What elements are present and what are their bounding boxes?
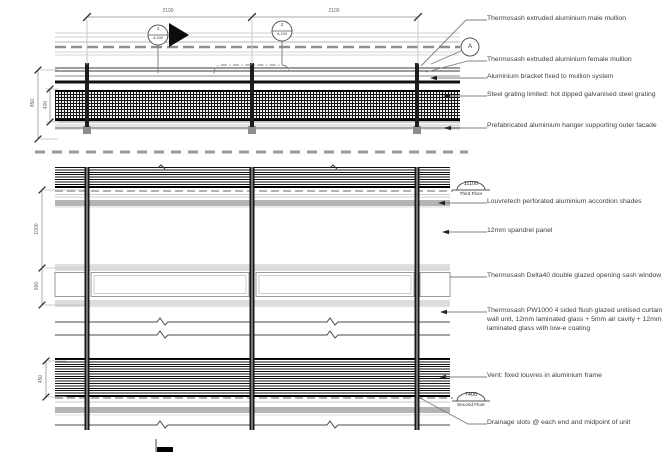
dim-bay-left: 2100 — [162, 8, 174, 14]
plan-callout-leaders — [420, 19, 487, 129]
callout-drainage-slots: Drainage slots @ each end and midpoint o… — [487, 419, 631, 426]
plan-depth-dimension — [34, 66, 59, 143]
elevation-dimensions — [38, 186, 85, 401]
detail-marker-1-sheet: A 100 — [153, 36, 163, 40]
callout-vent-louvres: Vent: fixed louvres in aluminium frame — [487, 372, 602, 379]
dim-window-zone: 600 — [34, 281, 40, 291]
detail-marker-2-sheet: A 100 — [277, 32, 287, 36]
callout-spandrel-panel: 12mm spandrel panel — [487, 227, 553, 234]
third-floor-label: Third Floor — [459, 191, 483, 196]
detail-marker-1-number: 1 — [156, 25, 160, 31]
detail-marker-2-number: 2 — [280, 21, 284, 27]
plan-mullion-posts — [83, 63, 421, 134]
dim-bay-right: 2100 — [328, 8, 340, 14]
elevation-callout-leaders — [419, 202, 487, 425]
detail-marker-1 — [147, 23, 189, 73]
level-marker-second-floor — [452, 392, 490, 402]
steel-grating-hatch — [55, 90, 460, 121]
second-floor-label: Second Floor — [457, 402, 485, 407]
plan-horizontal-lines — [55, 32, 460, 130]
callout-sash-window: Thermosash Delta40 double glazed opening… — [487, 272, 662, 279]
level-marker-third-floor — [452, 181, 490, 191]
plan-width-dimension — [82, 12, 423, 65]
callout-hanger: Prefabricated aluminium hanger supportin… — [487, 122, 657, 129]
third-floor-level: 11100 — [463, 181, 479, 187]
callout-steel-grating: Steel grating limited: hot dipped galvan… — [487, 91, 656, 98]
elevation-mullions — [84, 167, 420, 430]
callout-accordion-shades: Louvretech perforated aluminium accordio… — [487, 198, 642, 205]
detail-marker-2 — [213, 20, 293, 74]
section-marker-letter: A — [467, 43, 473, 50]
callout-female-mullion: Thermosash extruded aluminium female mul… — [487, 56, 632, 63]
plan-leader-arrowheads — [430, 75, 451, 131]
dim-spandrel-zone: 1000 — [34, 223, 40, 235]
callout-male-mullion: Thermosash extruded aluminium male mulli… — [487, 15, 627, 22]
section-marker-a — [430, 37, 480, 65]
callout-curtain-wall-unit: Thermosash PW1000 4 sided flush glazed u… — [487, 307, 663, 332]
sash-window-frames — [54, 272, 451, 297]
scale-mark — [155, 439, 173, 452]
dim-plan-depth: 850 — [30, 98, 36, 108]
elevation-leader-arrowheads — [438, 200, 449, 380]
second-floor-level: 7400 — [464, 392, 478, 398]
callout-bracket: Aluminium bracket fixed to mullion syste… — [487, 73, 614, 80]
dim-vent-zone: 450 — [38, 374, 44, 384]
dim-grating-depth: 400 — [43, 100, 49, 110]
